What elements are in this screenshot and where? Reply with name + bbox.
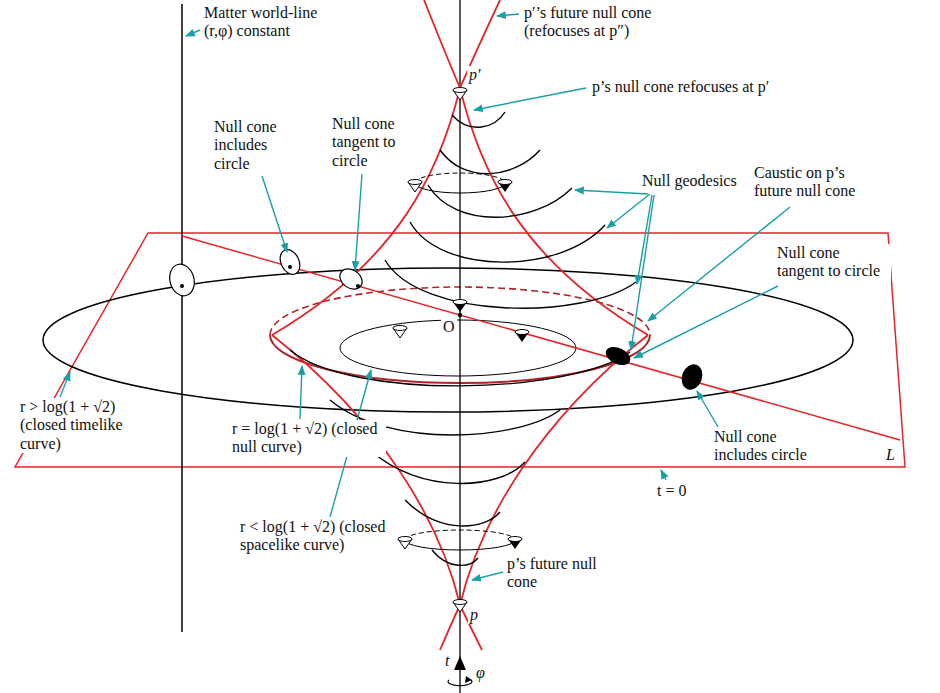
light-cone — [515, 330, 529, 343]
light-cone — [398, 537, 412, 550]
light-cone — [393, 326, 407, 339]
illustration-part — [460, 335, 648, 605]
light-cone — [678, 361, 706, 392]
event-dot — [288, 265, 292, 269]
callout-label: Null geodesics — [640, 172, 739, 190]
axis — [459, 0, 460, 693]
illustration-part — [385, 260, 636, 308]
illustration-part — [460, 0, 500, 88]
timelike-circle — [43, 268, 853, 412]
event-dot — [356, 284, 360, 288]
illustration-part — [405, 500, 500, 526]
light-cone — [603, 343, 633, 368]
light-cone — [453, 300, 467, 313]
illustration-part — [631, 195, 654, 350]
callout-label: t — [443, 652, 451, 670]
callout-label: O — [441, 318, 457, 336]
illustration-part — [440, 605, 460, 650]
light-cone — [508, 537, 522, 550]
illustration-part — [648, 207, 790, 321]
callout-label: p′ — [467, 66, 483, 84]
event-dot — [180, 284, 184, 288]
illustration-part — [452, 112, 505, 127]
light-cone — [276, 246, 303, 277]
callout-label: t = 0 — [655, 482, 688, 500]
leader-lines — [60, 14, 790, 580]
illustration-part — [460, 605, 482, 650]
callout-label: Null cone tangent to circle — [775, 244, 891, 281]
callout-label: r > log(1 + √2) (closed timelike curve) — [18, 398, 167, 453]
light-cone — [498, 180, 512, 193]
light-cone — [336, 265, 366, 294]
illustration-part — [300, 366, 302, 419]
illustration-part — [432, 550, 478, 565]
illustration-part — [410, 222, 605, 262]
event-dot — [458, 313, 462, 317]
callout-label: Matter world-line (r,φ) constant — [202, 4, 331, 41]
illustration-part — [474, 88, 586, 110]
cone-ring — [405, 530, 515, 540]
light-cone — [166, 261, 197, 298]
axis-arrow — [454, 656, 466, 670]
callout-label: p — [468, 606, 480, 624]
callout-label: φ — [474, 664, 487, 682]
callout-label: Null cone includes circle — [712, 428, 832, 465]
illustration-part — [290, 350, 630, 386]
callout-label: r < log(1 + √2) (closed spacelike curve) — [238, 518, 392, 555]
cone-ring — [415, 183, 505, 193]
illustration-part — [497, 14, 519, 16]
illustration-part — [472, 572, 503, 580]
illustration-part — [634, 286, 778, 358]
illustration-part — [60, 372, 70, 397]
callout-label: r = log(1 + √2) (closed null curve) — [230, 420, 386, 457]
callout-label: Null cone tangent to circle — [330, 115, 414, 170]
light-cone — [408, 180, 422, 193]
illustration-part — [370, 450, 525, 483]
illustration-part — [262, 176, 287, 252]
cone-ring — [415, 173, 505, 183]
light-cone — [453, 88, 467, 101]
phi-arrowhead — [465, 676, 472, 683]
illustration-part — [272, 88, 460, 335]
illustration-part — [661, 470, 666, 480]
callout-label: p’s null cone refocuses at p′ — [590, 78, 771, 96]
illustration-part — [607, 194, 650, 228]
illustration-part — [186, 30, 200, 36]
illustration-part — [428, 185, 572, 217]
world-line — [181, 4, 183, 632]
null-geodesics — [290, 112, 636, 565]
line-l — [182, 236, 900, 440]
illustration-part — [440, 150, 540, 174]
illustration-part — [697, 391, 718, 427]
callout-label: Null cone includes circle — [212, 118, 292, 173]
illustration-part — [355, 174, 362, 270]
light-cone — [453, 600, 467, 613]
callout-label: Caustic on p’s future null cone — [752, 164, 880, 201]
spacelike-circle — [340, 320, 576, 376]
illustration-part — [575, 190, 648, 194]
callout-label: p′’s future null cone (refocuses at p″) — [522, 4, 698, 41]
callout-label: L — [884, 446, 897, 464]
illustration-part — [637, 195, 652, 284]
cone-ring — [405, 540, 515, 550]
callout-label: p’s future null cone — [505, 555, 601, 592]
illustration-part — [272, 335, 460, 605]
illustration-part — [424, 0, 460, 88]
